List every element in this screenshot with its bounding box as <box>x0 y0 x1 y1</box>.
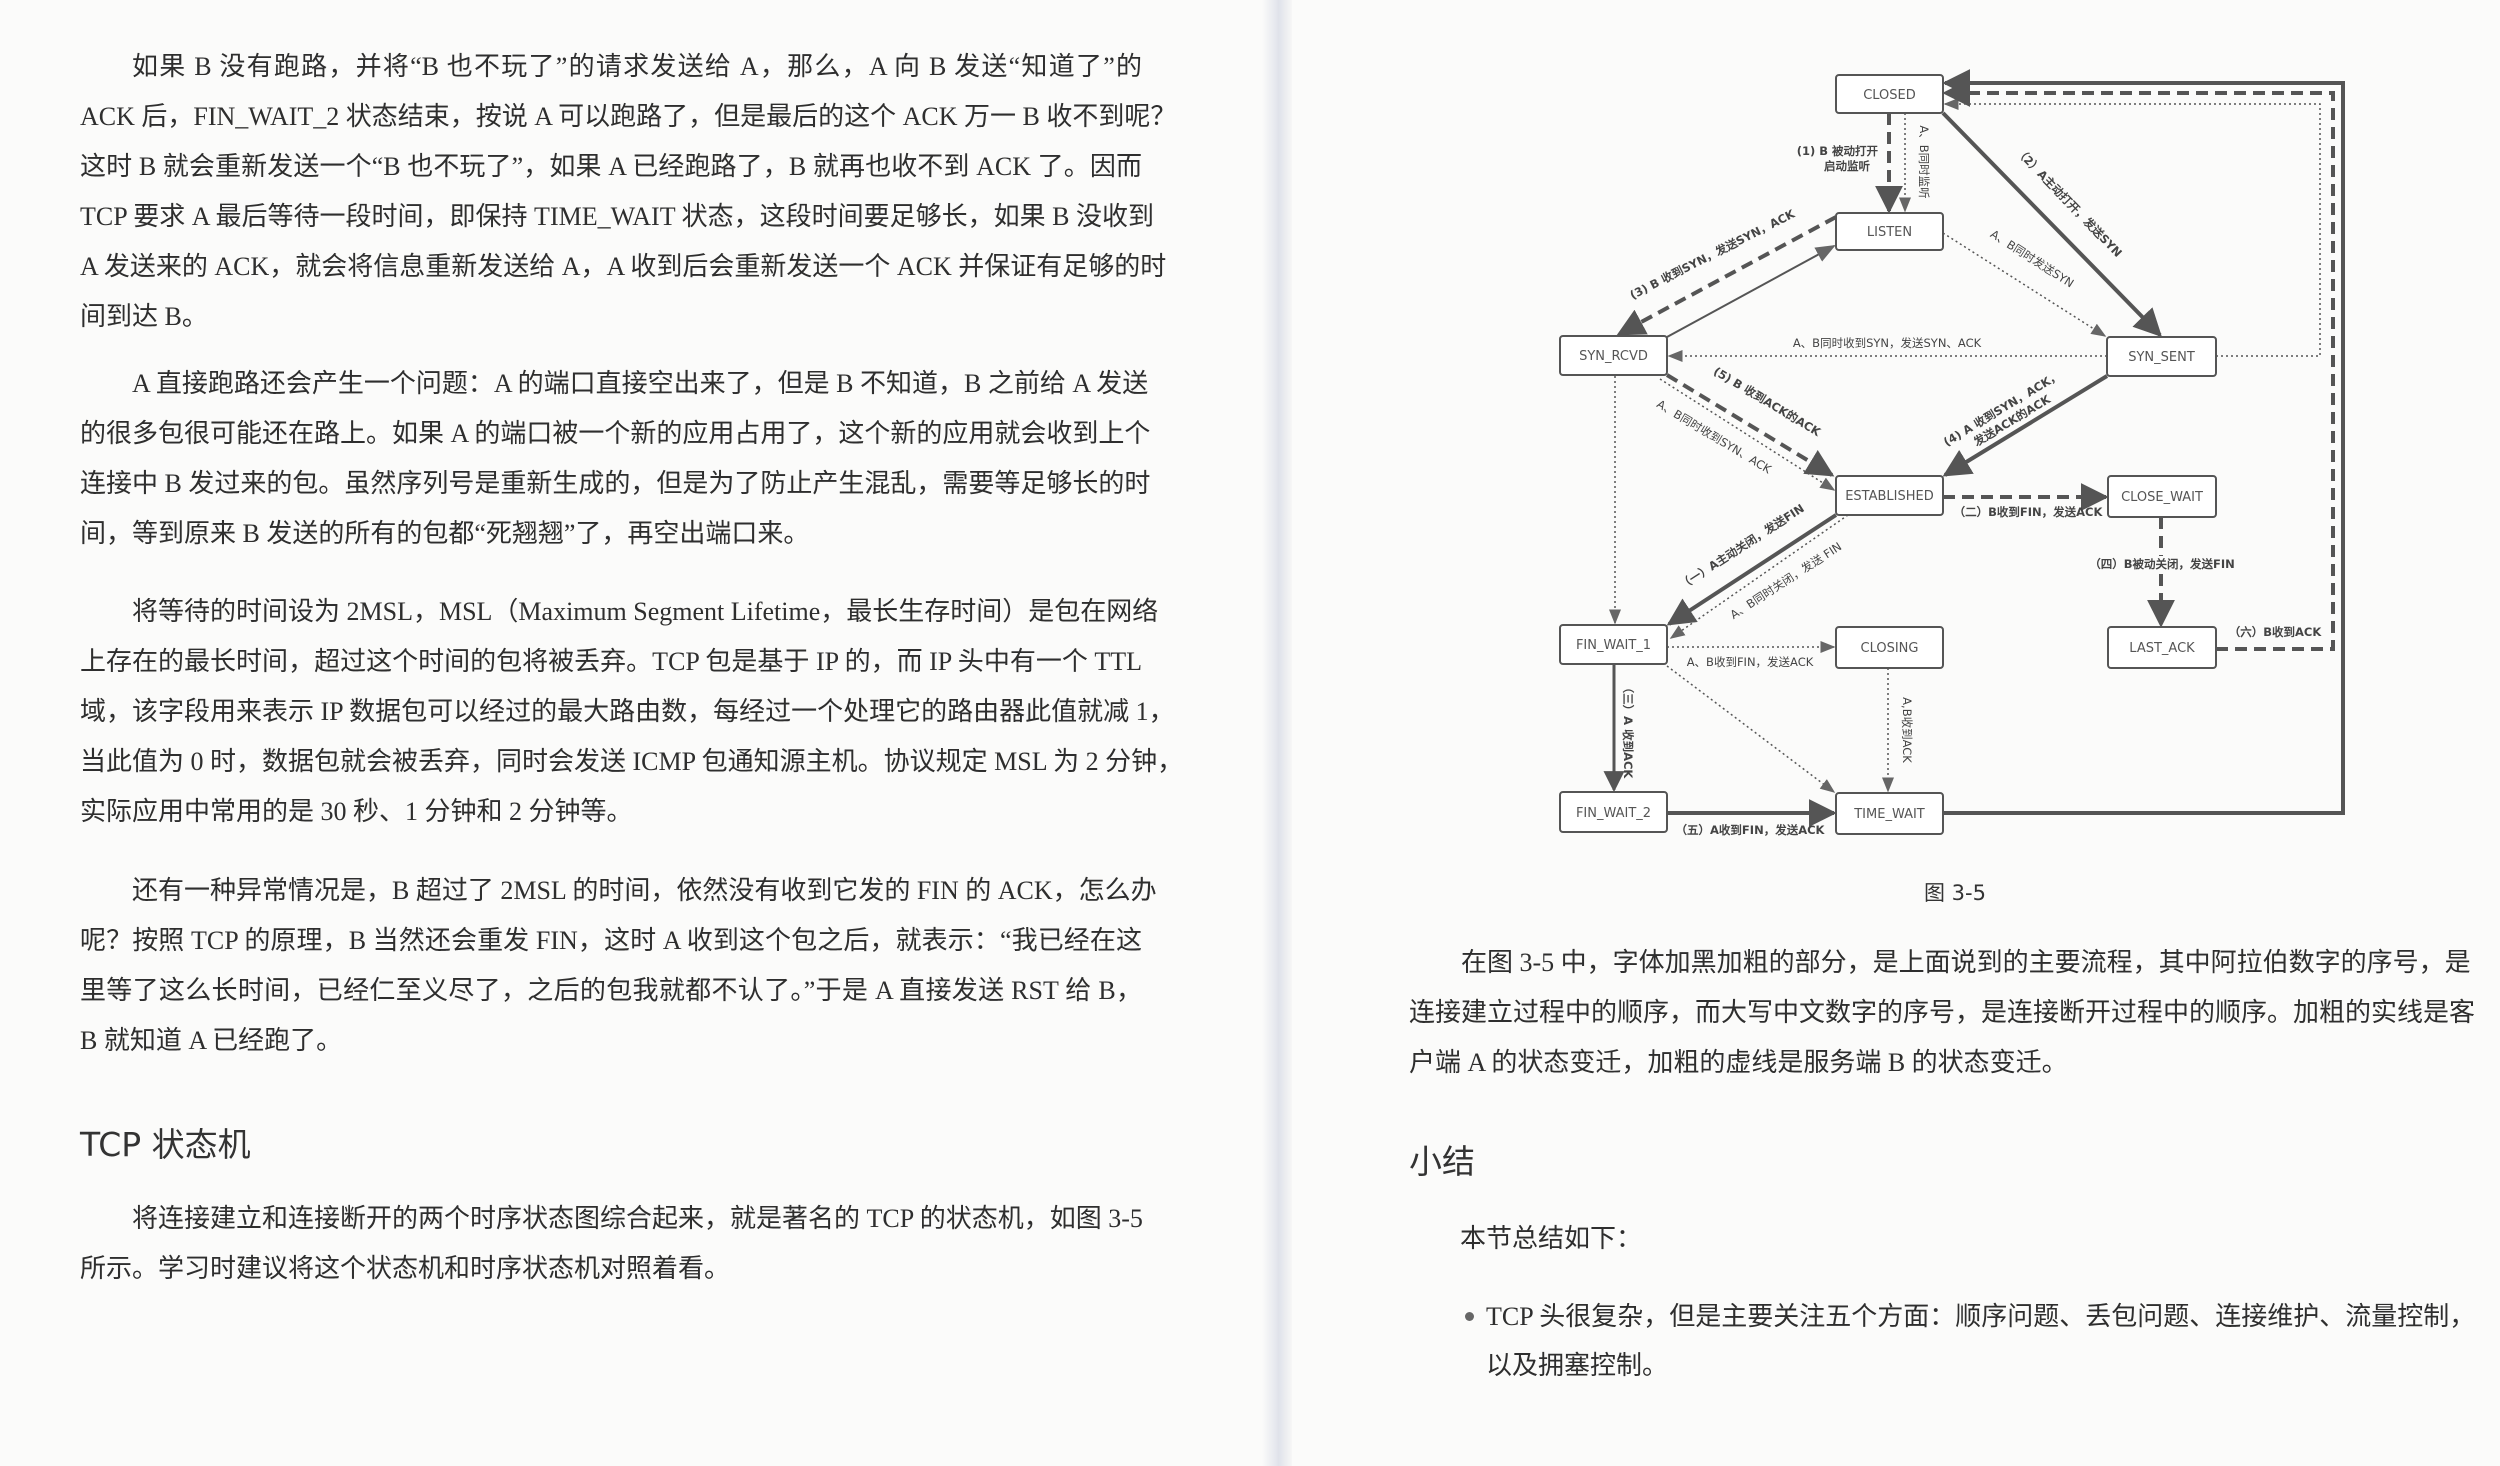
text-line: A 直接跑路还会产生一个问题：A 的端口直接空出来了，但是 B 不知道，B 之前… <box>132 369 1149 398</box>
text-line: ACK 后，FIN_WAIT_2 状态结束，按说 A 可以跑路了，但是最后的这个… <box>80 102 1177 131</box>
label-both-recv-synack: A、B同时收到SYN、ACK <box>1654 397 1774 477</box>
edge-timewait-closed <box>1942 69 2345 815</box>
edge-synsent-closed <box>1943 98 2321 357</box>
label-close5: （五）A收到FIN，发送ACK <box>1676 823 1826 837</box>
state-syn-sent: SYN_SENT <box>2106 336 2217 377</box>
edge-listen-synrcvd <box>1616 215 1837 336</box>
label-both-listen: A、B同时监听 <box>1917 125 1931 198</box>
text-line: 当此值为 0 时，数据包就会被丢弃，同时会发送 ICMP 包通知源主机。协议规定… <box>80 747 1184 776</box>
edge-synrcvd-listen <box>1666 245 1836 338</box>
text-line: 所示。学习时建议将这个状态机和时序状态机对照着看。 <box>80 1254 731 1283</box>
text-line: 实际应用中常用的是 30 秒、1 分钟和 2 分钟等。 <box>80 797 633 826</box>
text-line: 户端 A 的状态变迁，加粗的虚线是服务端 B 的状态变迁。 <box>1409 1048 2068 1077</box>
summary-intro: 本节总结如下： <box>1460 1224 1643 1253</box>
state-close-wait: CLOSE_WAIT <box>2107 475 2217 518</box>
label-both-recv-syn: A、B同时收到SYN，发送SYN、ACK <box>1793 336 1982 350</box>
bullet-item-line1: TCP 头很复杂，但是主要关注五个方面：顺序问题、丢包问题、连接维护、流量控制， <box>1486 1302 2476 1331</box>
text-line: 连接中 B 发过来的包。虽然序列号是重新生成的，但是为了防止产生混乱，需要等足够… <box>80 469 1151 498</box>
svg-text:TIME_WAIT: TIME_WAIT <box>1853 807 1925 822</box>
label-step5: (5) B 收到ACK的ACK <box>1711 364 1824 440</box>
label-both-recv-ack: A,B收到ACK <box>1900 697 1914 763</box>
state-listen: LISTEN <box>1835 212 1944 251</box>
edge-synsent-established <box>1942 374 2109 477</box>
edge-synrcvd-established-both <box>1659 378 1836 491</box>
label-close4: （四）B被动关闭，发送FIN <box>2089 557 2235 571</box>
section-heading-summary: 小结 <box>1409 1142 1475 1181</box>
paragraph-5: 将连接建立和连接断开的两个时序状态图综合起来，就是著名的 TCP 的状态机，如图… <box>80 1194 1143 1294</box>
paragraph-3: 将等待的时间设为 2MSL，MSL（Maximum Segment Lifeti… <box>80 587 1184 837</box>
section-heading-tcp-state-machine: TCP 状态机 <box>80 1125 251 1164</box>
svg-text:CLOSED: CLOSED <box>1863 88 1916 103</box>
text-line: 如果 B 没有跑路，并将“B 也不玩了”的请求发送给 A，那么，A 向 B 发送… <box>132 52 1142 81</box>
label-both-recv-fin: A、B收到FIN，发送ACK <box>1687 655 1814 669</box>
label-background <box>2098 556 2226 571</box>
bullet-dot <box>1465 1312 1474 1321</box>
bullet-item-line2: 以及拥塞控制。 <box>1486 1351 1669 1380</box>
edge-listen-synsent <box>1942 232 2107 337</box>
edge-closed-synsent <box>1941 111 2162 338</box>
text-line: 的很多包很可能还在路上。如果 A 的端口被一个新的应用占用了，这个新的应用就会收… <box>80 419 1151 448</box>
edge-finwait1-timewait <box>1666 665 1836 793</box>
text-line: B 就知道 A 已经跑了。 <box>80 1026 343 1055</box>
text-line: 呢？按照 TCP 的原理，B 当然还会重发 FIN，这时 A 收到这个包之后，就… <box>80 926 1142 955</box>
text-line: 在图 3-5 中，字体加黑加粗的部分，是上面说到的主要流程，其中阿拉伯数字的序号… <box>1461 948 2471 977</box>
svg-text:SYN_SENT: SYN_SENT <box>2128 350 2195 365</box>
edge-established-finwait1-both <box>1669 514 1849 639</box>
label-step1-line2: 启动监听 <box>1824 159 1870 173</box>
figure-caption: 图 3-5 <box>1924 881 1986 905</box>
svg-text:ESTABLISHED: ESTABLISHED <box>1845 489 1934 504</box>
label-close3: （三）A 收到ACK <box>1621 682 1635 780</box>
figure-explanation-paragraph: 在图 3-5 中，字体加黑加粗的部分，是上面说到的主要流程，其中阿拉伯数字的序号… <box>1409 938 2476 1088</box>
paragraph-4: 还有一种异常情况是，B 超过了 2MSL 的时间，依然没有收到它发的 FIN 的… <box>80 866 1157 1066</box>
text-line: 上存在的最长时间，超过这个时间的包将被丢弃。TCP 包是基于 IP 的，而 IP… <box>80 647 1142 676</box>
state-closing: CLOSING <box>1835 626 1944 669</box>
state-syn-rcvd: SYN_RCVD <box>1559 335 1668 376</box>
svg-text:FIN_WAIT_1: FIN_WAIT_1 <box>1576 638 1651 653</box>
svg-text:FIN_WAIT_2: FIN_WAIT_2 <box>1576 806 1651 821</box>
text-line: 连接建立过程中的顺序，而大写中文数字的序号，是连接断开过程中的顺序。加粗的实线是… <box>1409 998 2476 1027</box>
state-fin-wait-1: FIN_WAIT_1 <box>1559 624 1668 665</box>
text-line: A 发送来的 ACK，就会将信息重新发送给 A，A 收到后会重新发送一个 ACK… <box>80 252 1167 281</box>
svg-text:CLOSING: CLOSING <box>1861 641 1919 656</box>
svg-text:SYN_RCVD: SYN_RCVD <box>1579 349 1648 364</box>
label-close2: （二）B收到FIN，发送ACK <box>1954 505 2104 519</box>
edge-established-finwait1 <box>1666 513 1838 626</box>
state-time-wait: TIME_WAIT <box>1835 792 1944 835</box>
text-line: 域，该字段用来表示 IP 数据包可以经过的最大路由数，每经过一个处理它的路由器此… <box>80 697 1175 726</box>
text-line: 将连接建立和连接断开的两个时序状态图综合起来，就是著名的 TCP 的状态机，如图… <box>132 1204 1143 1233</box>
text-line: 间，等到原来 B 发送的所有的包都“死翘翘”了，再空出端口来。 <box>80 519 810 548</box>
paragraph-1: 如果 B 没有跑路，并将“B 也不玩了”的请求发送给 A，那么，A 向 B 发送… <box>80 42 1177 342</box>
label-close6: （六）B收到ACK <box>2229 625 2323 639</box>
svg-text:LISTEN: LISTEN <box>1867 225 1912 240</box>
edge-lastack-closed <box>1942 79 2335 651</box>
state-fin-wait-2: FIN_WAIT_2 <box>1559 791 1668 833</box>
svg-text:CLOSE_WAIT: CLOSE_WAIT <box>2121 490 2203 505</box>
edge-synrcvd-established <box>1665 373 1835 477</box>
state-last-ack: LAST_ACK <box>2107 626 2217 669</box>
svg-text:LAST_ACK: LAST_ACK <box>2129 641 2195 656</box>
text-line: 还有一种异常情况是，B 超过了 2MSL 的时间，依然没有收到它发的 FIN 的… <box>132 876 1157 905</box>
paragraph-2: A 直接跑路还会产生一个问题：A 的端口直接空出来了，但是 B 不知道，B 之前… <box>80 359 1151 559</box>
text-line: 这时 B 就会重新发送一个“B 也不玩了”，如果 A 已经跑路了，B 就再也收不… <box>80 152 1142 181</box>
state-closed: CLOSED <box>1835 74 1944 114</box>
state-established: ESTABLISHED <box>1835 475 1944 516</box>
text-line: 里等了这么长时间，已经仁至义尽了，之后的包我就都不认了。”于是 A 直接发送 R… <box>80 976 1142 1005</box>
text-line: 将等待的时间设为 2MSL，MSL（Maximum Segment Lifeti… <box>132 597 1159 626</box>
label-step1-line1: (1) B 被动打开 <box>1797 144 1879 158</box>
page-gutter <box>1262 0 1292 1466</box>
text-line: TCP 要求 A 最后等待一段时间，即保持 TIME_WAIT 状态，这段时间要… <box>80 202 1154 231</box>
label-step3: (3) B 收到SYN，发送SYN，ACK <box>1627 206 1797 302</box>
text-line: 间到达 B。 <box>80 302 208 331</box>
